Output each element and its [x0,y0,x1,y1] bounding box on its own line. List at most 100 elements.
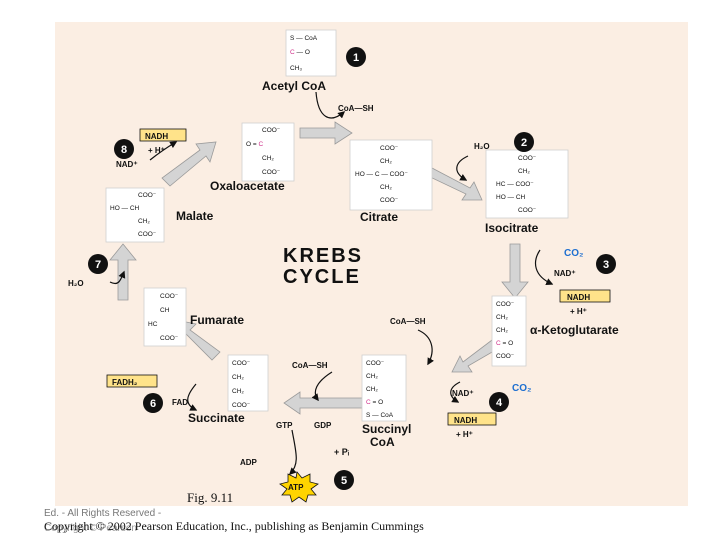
svg-text:COO⁻: COO⁻ [380,145,399,152]
succinate-structure: COO⁻ CH₂ CH₂ COO⁻ [227,354,269,412]
figure-panel [55,22,688,506]
svg-text:7: 7 [95,259,101,271]
gtp: GTP [276,421,293,430]
nadh-box-step8 [139,128,187,142]
side-arrows [109,91,554,476]
arrow-fumarate-to-malate [109,243,137,301]
svg-text:COO⁻: COO⁻ [518,207,537,214]
nadh-box-step3 [559,289,611,303]
arrow-isocitrate-to-ketoglutarate [501,243,529,299]
atp: ATP [288,483,304,492]
atp-starburst [279,471,319,503]
svg-text:HC: HC [148,321,158,328]
h-step8: + H⁺ [148,146,165,155]
svg-text:COO⁻: COO⁻ [366,360,385,367]
coa-sh-step5: CoA—SH [292,361,328,370]
svg-text:COO⁻: COO⁻ [160,335,179,342]
svg-text:S — CoA: S — CoA [366,412,394,419]
malate-structure: COO⁻ HO — CH CH₂ COO⁻ [105,187,165,243]
svg-text:COO⁻: COO⁻ [518,155,537,162]
acetyl-coa-label: Acetyl CoA [262,79,326,93]
nadh-step8: NADH [145,132,168,141]
h-step3: + H⁺ [570,307,587,316]
isocitrate-structure: COO⁻ CH₂ HC — COO⁻ HO — CH COO⁻ [485,149,569,219]
svg-text:CH₂: CH₂ [262,155,274,162]
svg-text:8: 8 [121,144,127,156]
nad-step8: NAD⁺ [116,160,138,169]
nad-step3: NAD⁺ [554,269,576,278]
co2-step4: CO₂ [512,383,531,394]
svg-text:COO⁻: COO⁻ [232,402,251,409]
step-3-marker: 3 [596,254,616,274]
acetyl-coa-structure: S — CoA C — O CH₃ [285,29,337,77]
gdp: GDP [314,421,332,430]
svg-text:CH₂: CH₂ [232,374,244,381]
svg-text:6: 6 [150,398,156,410]
arrow-oxaloacetate-to-citrate [299,121,353,145]
copyright-notice: Copyright © 2002 Pearson Education, Inc.… [44,519,424,533]
svg-text:2: 2 [521,137,527,149]
svg-text:5: 5 [341,475,347,487]
step-6-marker: 6 [143,393,163,413]
svg-text:COO⁻: COO⁻ [232,360,251,367]
svg-text:HO — CH: HO — CH [496,194,526,201]
svg-text:HC — COO⁻: HC — COO⁻ [496,181,534,188]
svg-text:HO — CH: HO — CH [110,205,140,212]
nadh-step3: NADH [567,293,590,302]
oxaloacetate-structure: COO⁻ O = C CH₂ COO⁻ [241,122,295,182]
fad: FAD [172,398,188,407]
svg-text:CH₂: CH₂ [366,373,378,380]
svg-text:C = O: C = O [496,340,513,347]
nadh-box-step4 [447,412,497,426]
svg-text:COO⁻: COO⁻ [496,353,515,360]
title-line2: CYCLE [283,266,361,288]
step-7-marker: 7 [88,254,108,274]
svg-text:1: 1 [353,52,359,64]
figure-caption: Fig. 9.11 [187,490,234,505]
fumarate-label: Fumarate [190,313,244,327]
step-1-marker: 1 [346,47,366,67]
step-markers: 1 2 3 4 5 6 7 8 [88,47,616,490]
co2-step3: CO₂ [564,248,583,259]
svg-text:COO⁻: COO⁻ [138,192,157,199]
succinyl-coa-structure: COO⁻ CH₂ CH₂ C = O S — CoA [361,354,407,422]
adp: ADP [240,458,258,467]
fadh2-box [106,374,158,388]
svg-text:CH₂: CH₂ [496,314,508,321]
svg-text:S — CoA: S — CoA [290,35,318,42]
pi: + Pᵢ [334,447,350,457]
fadh2: FADH₂ [112,378,138,387]
svg-text:CH₂: CH₂ [366,386,378,393]
svg-text:O = C: O = C [246,141,263,148]
step-8-marker: 8 [114,139,134,159]
svg-text:COO⁻: COO⁻ [160,293,179,300]
h-step4: + H⁺ [456,430,473,439]
copyright-ghost: Copyright © Pearson [44,523,137,534]
ketoglutarate-label: α-Ketoglutarate [530,323,619,337]
svg-text:3: 3 [603,259,609,271]
fumarate-structure: COO⁻ CH HC COO⁻ [143,287,187,347]
svg-text:COO⁻: COO⁻ [138,231,157,238]
rights-notice: Ed. - All Rights Reserved - [44,508,162,519]
svg-text:CH₂: CH₂ [380,158,392,165]
svg-text:COO⁻: COO⁻ [380,197,399,204]
svg-text:C — O: C — O [290,49,310,56]
svg-text:C = O: C = O [366,399,383,406]
arrow-malate-to-oxaloacetate [161,141,217,187]
nadh-step4: NADH [454,416,477,425]
arrow-citrate-to-isocitrate [427,167,483,201]
svg-text:COO⁻: COO⁻ [262,127,281,134]
svg-text:CH₂: CH₂ [518,168,530,175]
step-5-marker: 5 [334,470,354,490]
step-2-marker: 2 [514,132,534,152]
svg-text:CH₂: CH₂ [138,218,150,225]
svg-text:4: 4 [496,397,503,409]
svg-text:HO — C — COO⁻: HO — C — COO⁻ [355,171,408,178]
svg-text:COO⁻: COO⁻ [496,301,515,308]
arrow-succinylcoa-to-succinate [283,391,365,415]
succinate-label: Succinate [188,411,245,425]
coa-sh-step4: CoA—SH [390,317,426,326]
succinyl-coa-label-2: CoA [370,435,395,449]
oxaloacetate-label: Oxaloacetate [210,179,285,193]
